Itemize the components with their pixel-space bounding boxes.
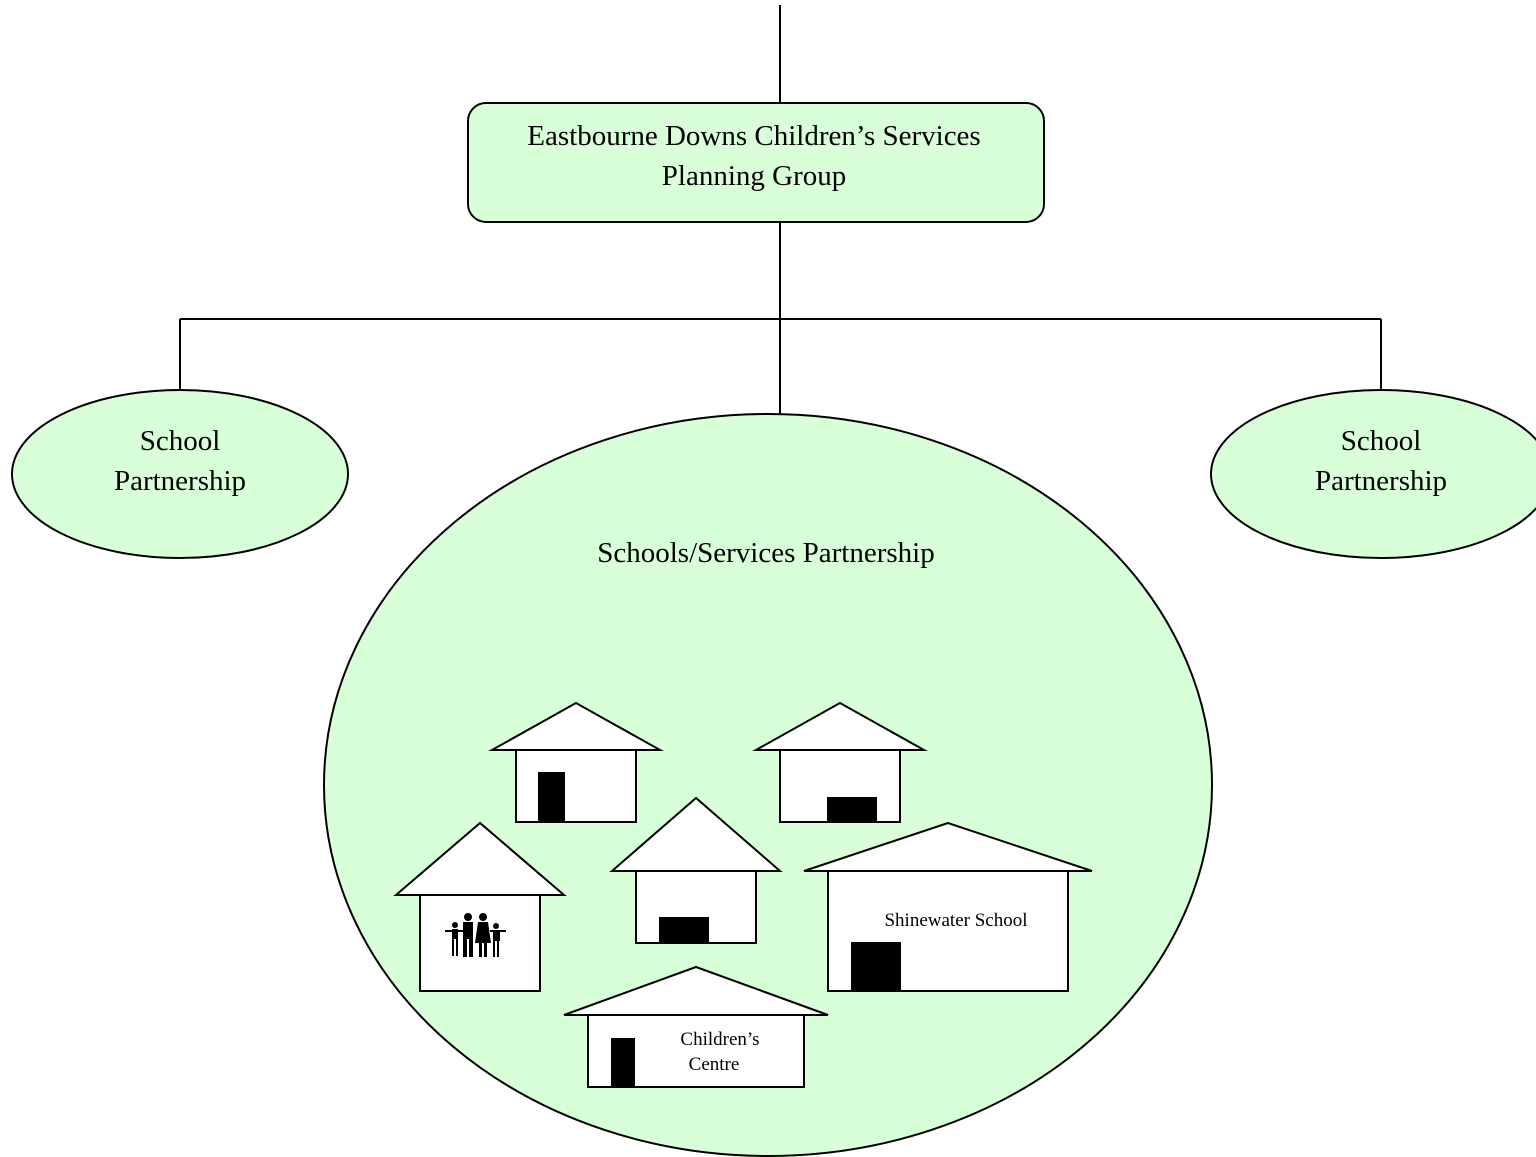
planning-group-line1: Eastbourne Downs Children’s Services [527,120,980,152]
left-partnership-line1: School [140,425,221,457]
planning-group-line2: Planning Group [662,160,846,192]
door-icon [538,772,565,823]
schools-services-title: Schools/Services Partnership [597,537,934,569]
childrens-centre: Children’s Centre [563,965,829,1088]
door-icon [827,797,877,823]
childrens-centre-line1: Children’s [680,1029,759,1050]
left-partnership-line2: Partnership [114,465,246,497]
house-top-left [488,701,664,823]
door-icon [611,1038,635,1088]
house-middle [609,796,783,944]
childrens-centre-line2: Centre [689,1054,740,1075]
connector-lines [179,5,1382,414]
shinewater-school: Shinewater School [803,821,1093,992]
shinewater-label: Shinewater School [884,910,1027,931]
right-school-partnership: School Partnership [1210,389,1536,559]
house-family [393,821,567,992]
buildings: Shinewater School Children’s Centre [393,701,1093,1088]
right-partnership-line2: Partnership [1315,465,1447,497]
door-icon [851,942,901,992]
right-partnership-line1: School [1341,425,1422,457]
planning-group-box: Eastbourne Downs Children’s Services Pla… [467,102,1045,223]
family-icon [445,913,506,957]
door-icon [659,917,709,944]
left-school-partnership: School Partnership [11,389,349,559]
house-top-right [752,701,928,823]
